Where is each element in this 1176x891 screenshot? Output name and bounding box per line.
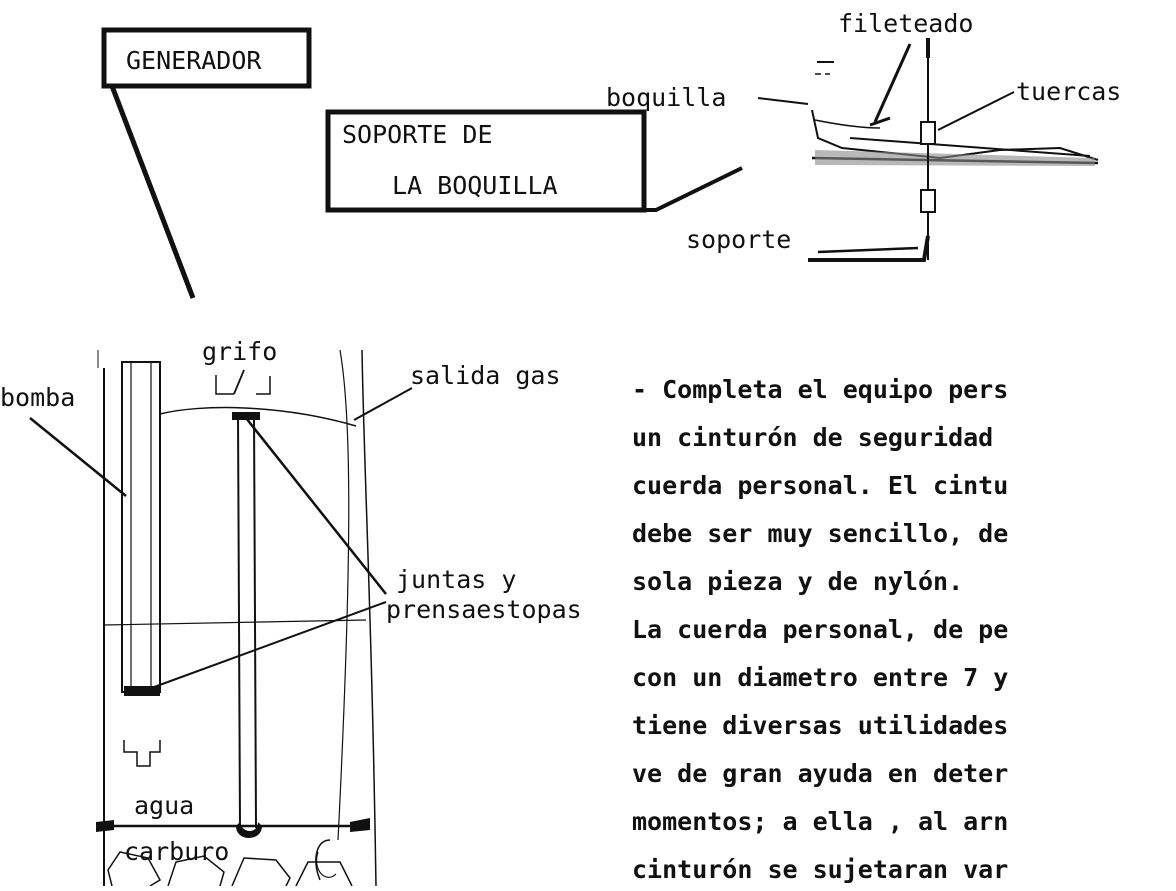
label-fileteado: fileteado [838,9,973,38]
tuercas-pointer [937,91,1015,131]
nozzle-support-title-line2: LA BOQUILLA [392,171,558,200]
nozzle-support-leader-line [646,166,743,212]
body-text: - Completa el equipo pers un cinturón de… [632,375,1008,884]
label-juntas-line1: juntas y [396,565,516,594]
nozzle-support-title-box: SOPORTE DE LA BOQUILLA [325,109,647,213]
label-juntas-line2: prensaestopas [386,595,582,624]
juntas-pointer-grifo [245,417,387,595]
bomba-pointer [29,417,127,497]
nozzle-support-title-line1: SOPORTE DE [342,120,493,149]
fileteado-pointer [873,43,912,123]
label-agua: agua [134,791,194,820]
body-line: tiene diversas utilidades [632,711,1008,740]
body-line: debe ser muy sencillo, de [632,519,1008,548]
body-line: cuerda personal. El cintu [632,471,1008,500]
generator-leader-line [108,83,196,299]
soporte-pointer-2 [808,235,930,262]
body-line: - Completa el equipo pers [632,375,1008,404]
body-line: un cinturón de seguridad [632,423,993,452]
body-line: La cuerda personal, de pe [632,615,1008,644]
label-boquilla: boquilla [606,83,726,112]
body-line: momentos; a ella , al arn [632,807,1008,836]
label-salida-gas: salida gas [410,361,561,390]
body-line: cinturón se sujetaran var [632,855,1008,884]
body-line: sola pieza y de nylón. [632,567,963,596]
grifo-pointer [233,369,245,395]
juntas-pointer-bomba [145,601,387,691]
body-line: ve de gran ayuda en deter [632,759,1008,788]
generator-title-box: GENERADOR [101,27,312,89]
soporte-pointer-1 [817,246,919,254]
body-line: con un diametro entre 7 y [632,663,1008,692]
label-bomba: bomba [0,383,75,412]
label-grifo: grifo [202,337,277,366]
label-tuercas: tuercas [1016,77,1121,106]
salida-gas-pointer [353,387,413,421]
boquilla-pointer [757,97,809,105]
label-carburo: carburo [124,837,229,866]
carbide-lumps [107,851,353,887]
nozzle-support-drawing [811,38,1099,260]
generator-drawing [96,349,377,887]
generator-title: GENERADOR [126,46,262,75]
label-soporte: soporte [686,225,791,254]
